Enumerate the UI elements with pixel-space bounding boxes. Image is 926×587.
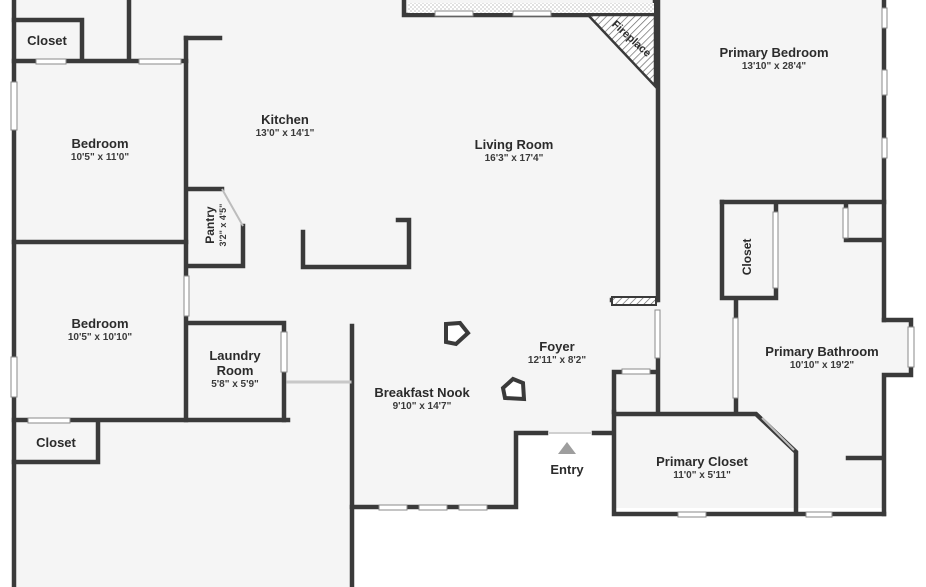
room-name-line1: Laundry [209,348,261,363]
primary-bathroom-label: Primary Bathroom 10'10" x 19'2" [752,344,892,371]
room-name: Bedroom [71,316,129,331]
room-name-line2: Room [216,362,254,378]
room-dims: 11'0" x 5'11" [673,469,731,481]
room-name: Closet [27,33,67,48]
room-name: Primary Bedroom [719,45,829,60]
room-dims: 13'10" x 28'4" [741,60,807,72]
floor-area [14,0,912,587]
room-name: Bedroom [71,136,129,151]
bedroom-2-label: Bedroom 10'5" x 10'10" [40,316,160,343]
room-dims: 10'5" x 10'10" [67,331,133,343]
room-name: Entry [550,462,584,477]
closet-primary-label: Closet [740,227,755,287]
hearth-strip [408,3,654,13]
kitchen-label: Kitchen 13'0" x 14'1" [235,112,335,139]
living-room-label: Living Room 16'3" x 17'4" [444,137,584,164]
door-swings [221,188,795,451]
room-dims: 12'11" x 8'2" [527,354,587,366]
room-name: Primary Closet [656,454,748,469]
room-name: Closet [740,238,755,276]
room-dims: 9'10" x 14'7" [392,400,452,412]
closet-bottom-left-label: Closet [20,435,92,451]
outside-bottom [352,508,912,587]
pantry-label: Pantry 3'2" x 4'5" [202,193,228,257]
room-dims: 10'5" x 11'0" [70,151,130,163]
breakfast-nook-label: Breakfast Nook 9'10" x 14'7" [362,385,482,412]
room-name: Primary Bathroom [765,344,879,359]
room-dims: 10'10" x 19'2" [789,359,855,371]
room-name: Foyer [539,339,575,354]
primary-closet-label: Primary Closet 11'0" x 5'11" [642,454,762,481]
room-dims: 3'2" x 4'5" [217,203,228,247]
room-dims: 13'0" x 14'1" [255,127,315,139]
entry-arrow-icon [558,442,576,454]
windows [10,7,915,518]
room-name: Living Room [474,137,554,152]
room-name: Pantry [202,206,217,244]
closet-top-left-label: Closet [18,33,76,49]
column-2 [500,376,527,402]
laundry-label: Laundry Room 5'8" x 5'9" [195,348,275,390]
room-dims: 5'8" x 5'9" [211,378,259,390]
room-dims: 16'3" x 17'4" [484,152,544,164]
entry-label: Entry [537,462,597,478]
bedroom-1-label: Bedroom 10'5" x 11'0" [40,136,160,163]
room-name: Breakfast Nook [374,385,470,400]
room-name: Kitchen [261,112,309,127]
fireplace-hatch [585,13,657,90]
column-1 [444,320,471,347]
room-name: Closet [36,435,76,450]
foyer-hatch-wall [611,296,657,306]
foyer-label: Foyer 12'11" x 8'2" [507,339,607,366]
primary-bedroom-label: Primary Bedroom 13'10" x 28'4" [704,45,844,72]
